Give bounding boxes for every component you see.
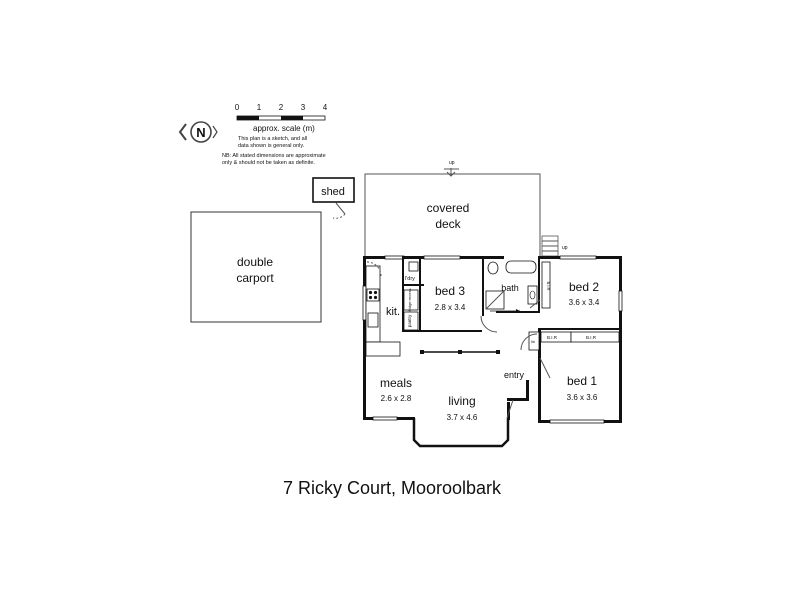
- scale-disclaimer-line-2: data shown is general only.: [238, 143, 305, 149]
- covered-deck: up covered deck up: [364, 160, 568, 258]
- bed2-name: bed 2: [569, 280, 599, 294]
- double-carport: double carport: [190, 211, 322, 323]
- stove-icon: [366, 288, 380, 302]
- windows: [362, 255, 623, 424]
- sink-icon: [367, 312, 379, 328]
- vanity-icon: [527, 285, 538, 305]
- house-walls: [363, 256, 622, 448]
- property-address: 7 Ricky Court, Mooroolbark: [283, 478, 502, 498]
- scale-note-line-1: NB: All stated dimensions are approximat…: [222, 153, 326, 159]
- bed2-robe-label: B.I.R: [546, 282, 551, 291]
- deck-step-up-label: up: [449, 160, 455, 166]
- carport-label-line-2: carport: [236, 271, 274, 285]
- scale-tick-2: 2: [279, 103, 284, 112]
- entry-label: entry: [504, 370, 525, 380]
- room-labels: bed 3 2.8 x 3.4 bath bed 2 3.6 x 3.4 kit…: [380, 280, 600, 422]
- living-name: living: [448, 394, 475, 408]
- north-arrow-icon: N: [178, 121, 218, 143]
- pantry-label: pantry: [407, 314, 412, 327]
- bir-label-1: B.I.R: [547, 335, 558, 340]
- bath-label: bath: [501, 283, 519, 293]
- kitchen-label: kit.: [386, 306, 400, 318]
- scale-label: approx. scale (m): [253, 124, 315, 133]
- meals-dims: 2.6 x 2.8: [381, 394, 412, 403]
- shed: shed: [312, 177, 355, 219]
- scale-tick-3: 3: [301, 103, 306, 112]
- scale-tick-1: 1: [257, 103, 262, 112]
- compass-letter: N: [196, 125, 205, 140]
- scale-tick-0: 0: [235, 103, 240, 112]
- scale-bar: 0 1 2 3 4 approx. scale (m) This plan is…: [222, 103, 328, 166]
- scale-tick-4: 4: [323, 103, 328, 112]
- scale-note-line-2: only & should not be taken as definite.: [222, 160, 315, 166]
- fixtures: l'dry fridge recess pantry: [366, 260, 551, 419]
- bed3-dims: 2.8 x 3.4: [435, 303, 466, 312]
- bed2-dims: 3.6 x 3.4: [569, 298, 600, 307]
- linen-label: lin: [531, 339, 535, 344]
- bathtub-icon: [505, 260, 537, 274]
- laundry-trough-icon: [408, 261, 419, 272]
- bed1-dims: 3.6 x 3.6: [567, 393, 598, 402]
- bed3-name: bed 3: [435, 284, 465, 298]
- shed-label: shed: [321, 186, 345, 198]
- carport-label-line-1: double: [237, 255, 273, 269]
- scale-disclaimer-line-1: This plan is a sketch, and all: [238, 136, 307, 142]
- fridge-label: fridge recess: [407, 289, 412, 312]
- living-dims: 3.7 x 4.6: [447, 413, 478, 422]
- meals-name: meals: [380, 376, 412, 390]
- bir-label-2: B.I.R: [586, 335, 597, 340]
- bed1-name: bed 1: [567, 374, 597, 388]
- toilet-icon: [487, 261, 499, 275]
- laundry-label: l'dry: [405, 276, 415, 282]
- deck-label-line-1: covered: [427, 201, 470, 215]
- bath-door-swing: [480, 315, 498, 333]
- deck-label-line-2: deck: [435, 217, 461, 231]
- steps-up-label: up: [562, 245, 568, 251]
